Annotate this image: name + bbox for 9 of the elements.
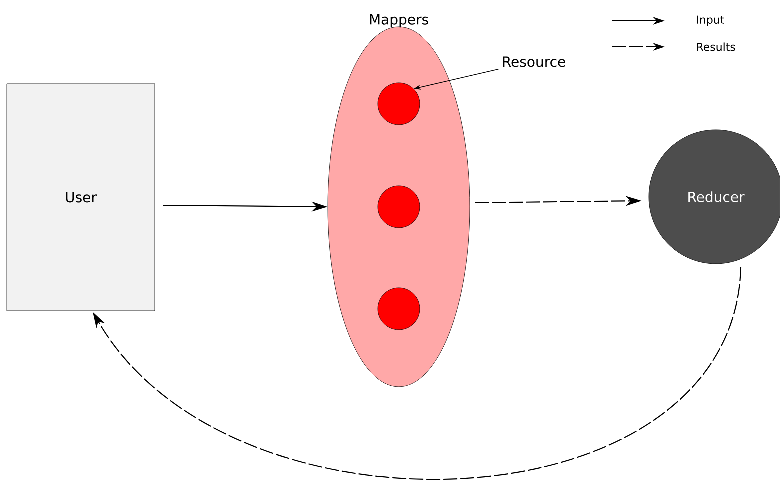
resource-circle — [378, 186, 420, 228]
legend-label: Input — [697, 16, 724, 26]
legend-label: Results — [697, 42, 736, 52]
arrow — [93, 267, 742, 480]
node-label: Mappers — [370, 14, 428, 28]
resource-label: Resource — [503, 56, 566, 68]
resource-circle — [378, 82, 420, 126]
resource-circle — [378, 288, 420, 330]
user-box: User — [6, 84, 156, 312]
